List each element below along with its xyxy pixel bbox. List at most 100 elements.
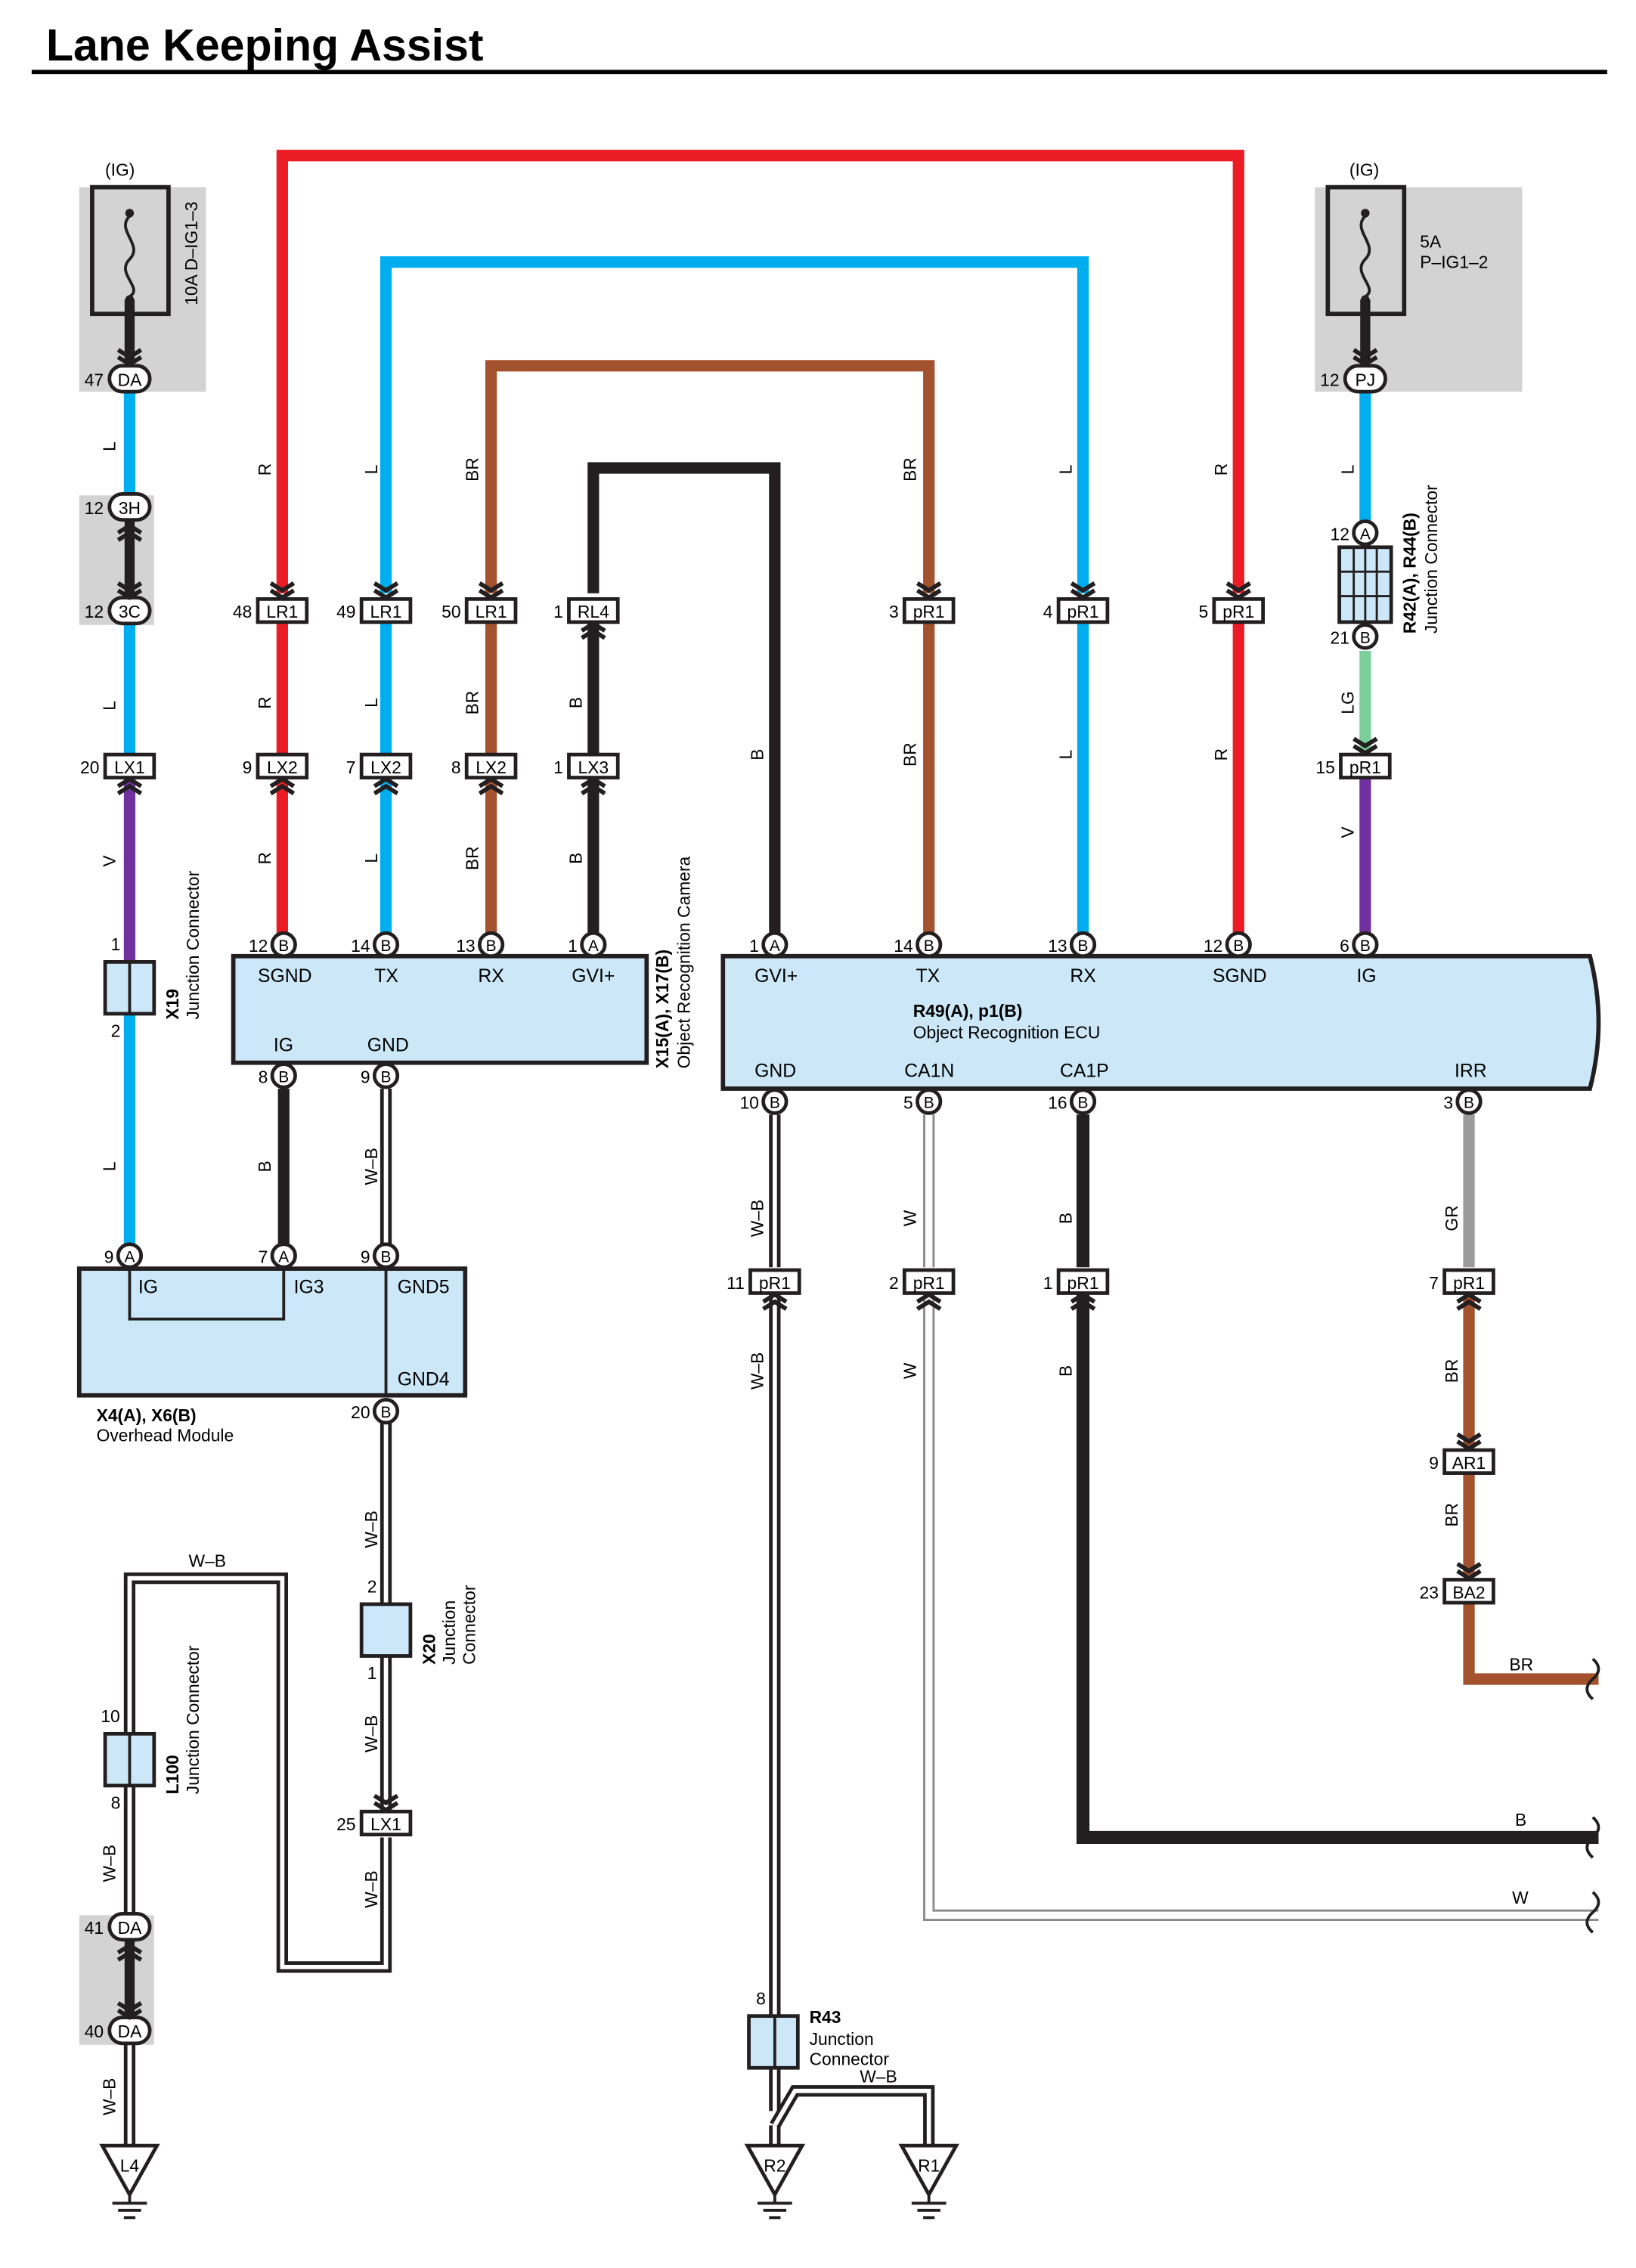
wire-code-label: L [361, 698, 381, 708]
wire-code-label: B [255, 1160, 274, 1172]
wire-code-label: B [566, 853, 586, 864]
svg-text:9: 9 [361, 1067, 370, 1086]
connector-arrow-icon [916, 1292, 942, 1311]
svg-text:Junction Connector: Junction Connector [183, 1645, 203, 1794]
svg-text:pR1: pR1 [759, 1273, 791, 1293]
wire-code-label: L [361, 854, 381, 863]
svg-text:15: 15 [1315, 758, 1334, 777]
svg-text:B: B [1078, 937, 1089, 955]
svg-text:LX3: LX3 [578, 758, 609, 777]
svg-text:7: 7 [1429, 1273, 1439, 1293]
connector-pr1-7: pR1 7 [1429, 1268, 1495, 1295]
ecu-desc: Object Recognition ECU [913, 1022, 1101, 1042]
svg-text:GVI+: GVI+ [754, 966, 798, 987]
wire-code-label: R [1211, 463, 1231, 476]
svg-text:AR1: AR1 [1452, 1453, 1486, 1473]
svg-text:8: 8 [259, 1067, 268, 1086]
fuse-left: (IG) 10A D–IG1–3 [79, 160, 206, 392]
svg-text:L100: L100 [163, 1755, 182, 1794]
svg-text:pR1: pR1 [1453, 1273, 1485, 1293]
pin-ecu-sgnd: B12 [1204, 931, 1252, 959]
svg-text:40: 40 [85, 2022, 104, 2041]
svg-text:21: 21 [1330, 627, 1349, 647]
pin-cam-rx: B13 [456, 931, 505, 959]
wire-code-label: LG [1338, 691, 1358, 714]
svg-text:10: 10 [739, 1093, 758, 1113]
pin-cam-tx: B14 [351, 931, 400, 959]
svg-text:3: 3 [889, 602, 899, 621]
svg-text:pR1: pR1 [1222, 602, 1254, 621]
pin-ecu-irr: B3 [1443, 1088, 1483, 1115]
svg-text:4: 4 [1043, 602, 1053, 621]
wire-code-label: BR [1442, 1503, 1461, 1527]
svg-text:8: 8 [756, 1988, 766, 2008]
wire-code-label: W–B [99, 1845, 119, 1882]
wire-code-label: B [566, 697, 586, 708]
svg-text:RX: RX [478, 966, 504, 987]
svg-text:LX2: LX2 [267, 758, 298, 777]
svg-text:pR1: pR1 [1349, 758, 1381, 777]
pin-cam-sgnd: B12 [249, 931, 297, 959]
wire-code-label: BR [462, 457, 482, 482]
connector-arrow-icon [478, 581, 504, 600]
svg-text:LX2: LX2 [476, 758, 507, 777]
pin-ov-gnd4: B20 [351, 1398, 400, 1425]
junction-connector-x20: 2 1 X20 Junction Connector [359, 1577, 479, 1683]
connector-lr1-48: LR1 48 [233, 597, 309, 624]
svg-text:12: 12 [85, 602, 104, 621]
connector-arrow-icon [916, 581, 942, 600]
connector-arrow-icon [116, 522, 143, 542]
wire-code-label: R [1211, 748, 1231, 761]
wire-code-label: B [748, 748, 767, 760]
pin-ecu-gvi: A1 [749, 931, 789, 959]
svg-text:Junction: Junction [439, 1600, 459, 1665]
wire-code-label: L [1055, 465, 1075, 475]
pin-ecu-rx: B13 [1048, 931, 1097, 959]
svg-text:Junction Connector: Junction Connector [1421, 485, 1441, 634]
svg-text:B: B [381, 1249, 392, 1266]
svg-text:50: 50 [442, 602, 460, 621]
ground-l4-icon: L4 [99, 2143, 160, 2220]
svg-text:B: B [1233, 937, 1244, 955]
junction-connector-x19: 1 2 X19 Junction Connector [103, 870, 203, 1040]
svg-text:LR1: LR1 [266, 602, 298, 621]
svg-text:Connector: Connector [810, 2049, 890, 2068]
svg-text:IG3: IG3 [294, 1277, 324, 1297]
svg-text:LX1: LX1 [370, 1814, 401, 1834]
wire-code-label: B [1515, 1810, 1526, 1830]
connector-arrow-icon [373, 1793, 399, 1813]
svg-text:6: 6 [1340, 936, 1349, 956]
wire-code-label: L [361, 465, 381, 475]
camera-desc: Object Recognition Camera [674, 856, 693, 1068]
svg-text:BA2: BA2 [1452, 1582, 1485, 1602]
connector-arrow-icon [1456, 1562, 1482, 1581]
connector-arrow-icon [581, 776, 606, 795]
fuse-right-supply: (IG) [1349, 160, 1379, 179]
svg-text:1: 1 [568, 936, 578, 956]
svg-text:49: 49 [336, 602, 355, 621]
svg-text:48: 48 [233, 602, 252, 621]
wire-code-label: R [255, 852, 274, 864]
wire-code-label: W–B [189, 1551, 227, 1570]
svg-text:1: 1 [367, 1663, 377, 1683]
wire-code-label: W–B [361, 1870, 381, 1908]
svg-text:B: B [381, 1404, 392, 1421]
pin-ov-ig: A9 [104, 1242, 144, 1269]
object-recognition-ecu: GVI+ TX RX SGND IG R49(A), p1(B) Object … [720, 953, 1601, 1091]
wire-code-label: R [255, 463, 274, 476]
connector-arrow-icon [762, 1292, 788, 1311]
connector-arrow-icon [1352, 736, 1378, 756]
svg-text:5: 5 [903, 1093, 913, 1113]
fuse-right-amp: 5A [1420, 232, 1442, 252]
wire-code-label: L [99, 701, 119, 711]
connector-arrow-icon [373, 776, 399, 795]
svg-text:PJ: PJ [1356, 370, 1376, 389]
svg-text:B: B [278, 1068, 289, 1086]
